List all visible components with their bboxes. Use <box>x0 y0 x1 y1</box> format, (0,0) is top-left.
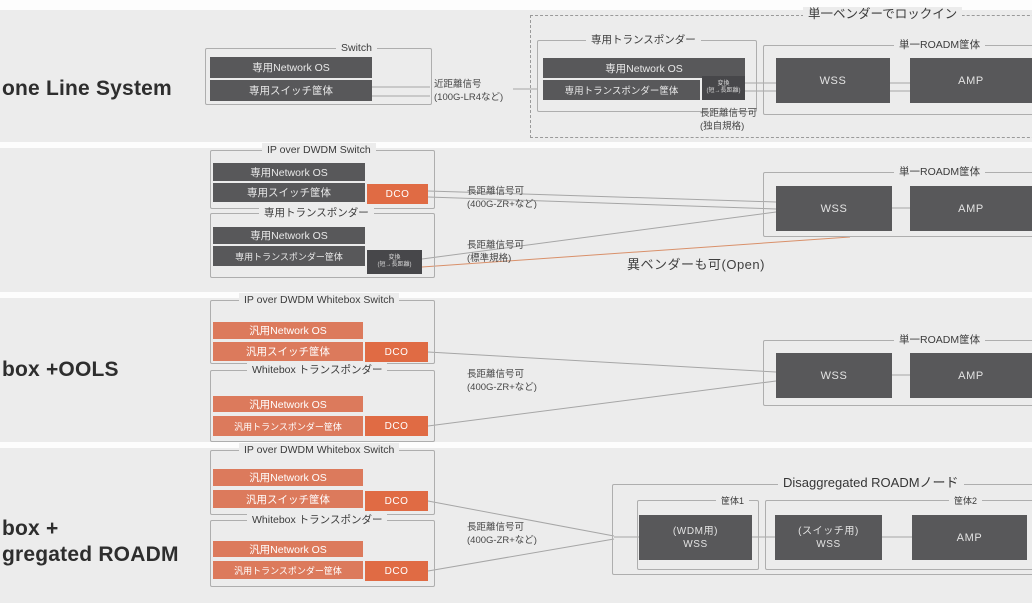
row1-wss-box: WSS <box>776 58 890 103</box>
row4-transponder-chassis-box: 汎用トランスポンダー筐体 <box>213 561 363 579</box>
row2-long-signal-b-note: 長距離信号可 (標準規格) <box>467 240 524 265</box>
row2-transponder-frame: 専用トランスポンダー <box>210 206 435 278</box>
row1-roadm-title: 単一ROADM筐体 <box>894 38 986 52</box>
row1-transponder-os-box: 専用Network OS <box>543 58 745 78</box>
row3-transponder-chassis-box: 汎用トランスポンダー筐体 <box>213 416 363 436</box>
row1-near-signal-line1: 近距離信号 <box>434 79 482 90</box>
row1-conversion-box: 変換 (短→長距離) <box>702 76 745 100</box>
row4-transponder-dco-box: DCO <box>365 561 428 581</box>
row3-long-signal-line1: 長距離信号可 <box>467 369 525 380</box>
row1-long-signal-line2: (独自規格) <box>700 120 745 132</box>
row2-roadm-frame: 単一ROADM筐体 <box>763 165 1032 237</box>
row3-roadm-frame: 単一ROADM筐体 <box>763 333 1032 406</box>
row1-transponder-chassis-box: 専用トランスポンダー筐体 <box>543 80 700 100</box>
row2-long-signal-a-line2: (400G-ZR+など) <box>467 198 537 210</box>
row4-chassis2-title: 筐体2 <box>949 494 983 508</box>
row2-long-signal-a-line1: 長距離信号可 <box>467 186 525 197</box>
row3-long-signal-note: 長距離信号可 (400G-ZR+など) <box>467 369 537 394</box>
row4-disaggregated-roadm-title: Disaggregated ROADMノード <box>778 476 964 490</box>
row4-wdm-wss-line2: WSS <box>683 538 708 550</box>
row1-conversion-line1: 変換 <box>717 81 730 87</box>
row4-switch-dco-box: DCO <box>365 491 428 511</box>
row4-long-signal-line2: (400G-ZR+など) <box>467 534 537 546</box>
row4-transponder-title: Whitebox トランスポンダー <box>247 513 388 527</box>
row2-amp-box: AMP <box>910 186 1032 231</box>
row3-transponder-os-box: 汎用Network OS <box>213 396 363 412</box>
row4-chassis1-frame: 筐体1 <box>637 494 759 570</box>
row3-transponder-frame: Whitebox トランスポンダー <box>210 363 435 442</box>
row1-long-signal-note: 長距離信号可 (独自規格) <box>700 108 757 133</box>
row1-near-signal-note: 近距離信号 (100G-LR4など) <box>434 79 503 104</box>
row1-switch-title: Switch <box>336 41 377 55</box>
row1-switch-frame: Switch <box>205 41 432 105</box>
row4-long-signal-note: 長距離信号可 (400G-ZR+など) <box>467 522 537 547</box>
row2-transponder-chassis-box: 専用トランスポンダー筐体 <box>213 246 365 266</box>
row2-switch-frame: IP over DWDM Switch <box>210 143 435 209</box>
row4-switch-chassis-box: 汎用スイッチ筐体 <box>213 490 363 508</box>
row1-vendor-lockin-frame: 単一ベンダーでロックイン <box>530 7 1032 138</box>
row1-roadm-frame: 単一ROADM筐体 <box>763 38 1032 115</box>
row4-chassis2-frame: 筐体2 <box>765 494 1032 570</box>
row3-switch-title: IP over DWDM Whitebox Switch <box>239 293 400 307</box>
row4-wdm-wss-line1: (WDM用) <box>672 525 719 537</box>
row3-transponder-title: Whitebox トランスポンダー <box>247 363 388 377</box>
row4-label-line2: gregated ROADM <box>2 543 179 566</box>
row4-disaggregated-roadm-frame: Disaggregated ROADMノード <box>612 476 1032 575</box>
row2-long-signal-b-line1: 長距離信号可 <box>467 240 525 251</box>
row1-conversion-line2: (短→長距離) <box>706 88 741 94</box>
row3-transponder-dco-box: DCO <box>365 416 428 436</box>
row1-amp-box: AMP <box>910 58 1032 103</box>
row4-label-line1: box + <box>2 517 59 540</box>
row4-wdm-wss-box: (WDM用) WSS <box>639 515 752 560</box>
row3-wss-box: WSS <box>776 353 892 398</box>
row1-vendor-lockin-title: 単一ベンダーでロックイン <box>803 7 963 21</box>
open-vendor-accent-line <box>421 236 851 268</box>
row4-switch-wss-line1: (スイッチ用) <box>798 525 859 537</box>
row2-conversion-box: 変換 (短→長距離) <box>367 250 422 274</box>
row1-transponder-title: 専用トランスポンダー <box>586 33 701 47</box>
row2-open-vendor-note: 異ベンダーも可(Open) <box>627 257 765 272</box>
row2-transponder-os-box: 専用Network OS <box>213 227 365 244</box>
row4-switch-wss-line2: WSS <box>816 538 841 550</box>
row2-transponder-title: 専用トランスポンダー <box>259 206 374 220</box>
row3-long-signal-line2: (400G-ZR+など) <box>467 381 537 393</box>
row2-switch-title: IP over DWDM Switch <box>262 143 376 157</box>
row1-long-signal-line1: 長距離信号可 <box>700 108 758 119</box>
row2-long-signal-b-line2: (標準規格) <box>467 252 512 264</box>
row2-switch-dco-box: DCO <box>367 184 428 204</box>
row1-transponder-frame: 専用トランスポンダー <box>537 33 757 112</box>
row4-transponder-frame: Whitebox トランスポンダー <box>210 513 435 587</box>
row3-switch-dco-box: DCO <box>365 342 428 362</box>
row4-amp-box: AMP <box>912 515 1027 560</box>
row2-switch-chassis-box: 専用スイッチ筐体 <box>213 183 365 202</box>
row3-amp-box: AMP <box>910 353 1032 398</box>
row3-switch-os-box: 汎用Network OS <box>213 322 363 339</box>
row1-near-signal-line2: (100G-LR4など) <box>434 91 504 103</box>
row2-conversion-line1: 変換 <box>388 255 401 261</box>
row4-switch-wss-box: (スイッチ用) WSS <box>775 515 882 560</box>
row2-conversion-line2: (短→長距離) <box>377 262 412 268</box>
row1-switch-os-box: 専用Network OS <box>210 57 372 78</box>
row2-roadm-title: 単一ROADM筐体 <box>894 165 986 179</box>
row4-label: box + gregated ROADM <box>2 516 179 568</box>
row2-switch-os-box: 専用Network OS <box>213 163 365 181</box>
row4-long-signal-line1: 長距離信号可 <box>467 522 525 533</box>
row4-switch-title: IP over DWDM Whitebox Switch <box>239 443 400 457</box>
row1-switch-chassis-box: 専用スイッチ筐体 <box>210 80 372 101</box>
row4-chassis1-title: 筐体1 <box>716 494 750 508</box>
row3-label: box +OOLS <box>2 358 119 381</box>
row3-switch-chassis-box: 汎用スイッチ筐体 <box>213 342 363 361</box>
row1-label: one Line System <box>2 77 172 100</box>
row2-wss-box: WSS <box>776 186 892 231</box>
row4-switch-os-box: 汎用Network OS <box>213 469 363 486</box>
row4-transponder-os-box: 汎用Network OS <box>213 541 363 557</box>
row2-long-signal-a-note: 長距離信号可 (400G-ZR+など) <box>467 186 537 211</box>
row3-switch-frame: IP over DWDM Whitebox Switch <box>210 293 435 364</box>
row3-roadm-title: 単一ROADM筐体 <box>894 333 986 347</box>
